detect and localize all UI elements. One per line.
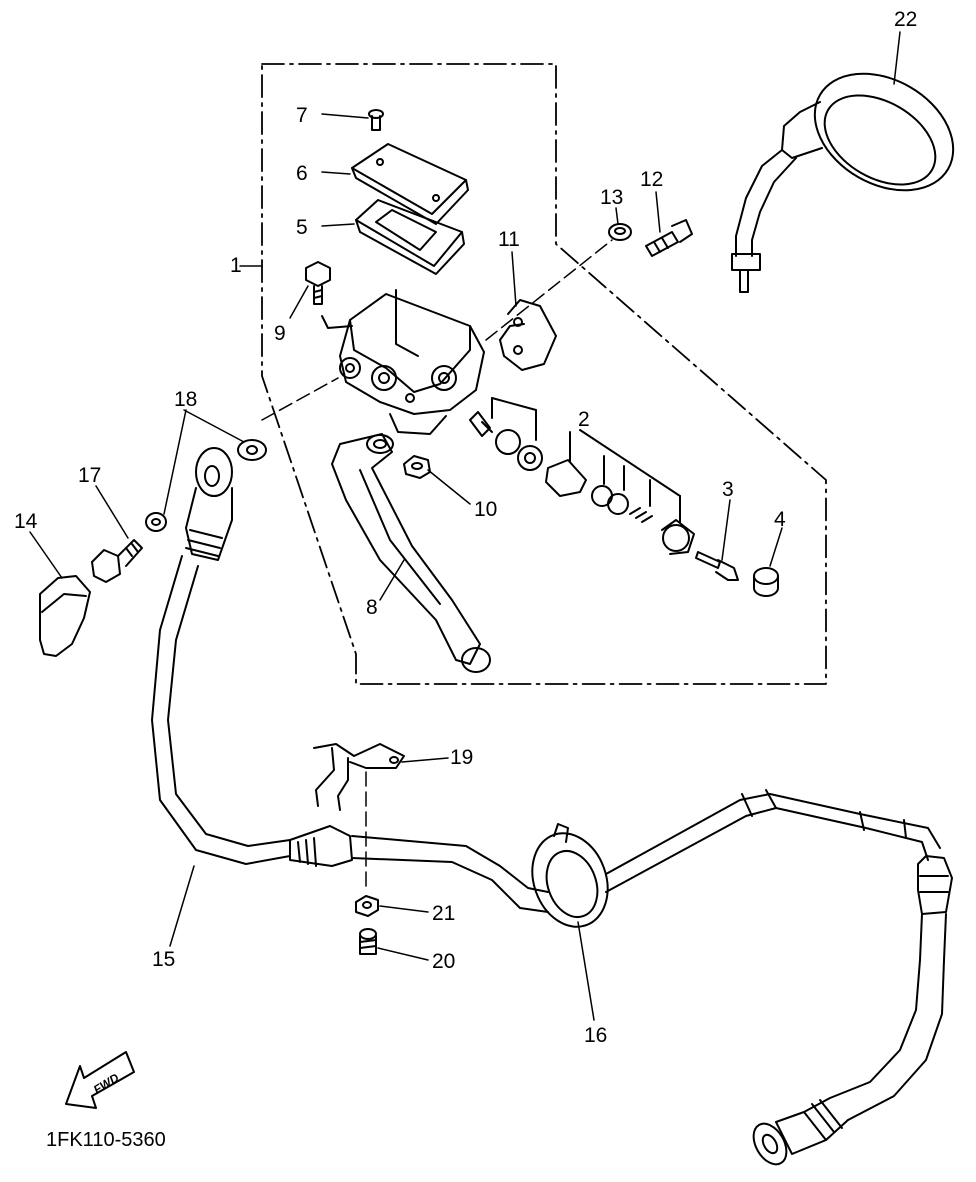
rear-view-mirror [731,72,955,293]
callout-10: 10 [474,498,497,521]
callout-6: 6 [296,162,308,185]
brake-hose [151,447,953,1166]
callout-labels: 1 2 3 4 5 6 7 8 9 10 11 12 13 14 15 16 1… [14,8,917,1047]
banjo-cover [39,575,91,657]
piston-kit [469,397,695,555]
leader-lines [29,31,901,1021]
callout-13: 13 [600,186,623,209]
holder-washer [608,223,632,241]
callout-20: 20 [432,950,455,973]
fwd-label: FWD [91,1070,122,1097]
bracket-screw [359,928,377,955]
callout-2: 2 [578,408,590,431]
callout-12: 12 [640,168,663,191]
bracket-nut [355,895,379,917]
reservoir-cap [351,143,469,225]
brake-light-switch [695,551,739,581]
clamp-holder [499,299,557,371]
alignment-lines [261,239,613,889]
callout-11: 11 [498,228,520,251]
brake-lever [331,433,491,673]
union-bolt [91,539,143,583]
callout-8: 8 [366,596,378,619]
holder-bolt [645,219,693,257]
callout-17: 17 [78,464,101,487]
lever-nut [403,455,431,479]
assembly-outline [261,63,827,685]
callout-19: 19 [450,746,473,769]
callout-16: 16 [584,1024,607,1047]
callout-18: 18 [174,388,197,411]
callout-5: 5 [296,216,308,239]
master-cylinder-body [321,289,485,435]
hose-guide [531,823,609,928]
reservoir-diaphragm [355,199,465,275]
callout-9: 9 [274,322,286,345]
callout-1: 1 [230,254,242,277]
callout-22: 22 [894,8,917,31]
callout-21: 21 [432,902,455,925]
hose-clamp-bracket [313,743,405,811]
callout-7: 7 [296,104,308,127]
copper-washers [145,439,267,532]
callout-15: 15 [152,948,175,971]
callout-14: 14 [14,510,38,533]
switch-cap [753,567,779,597]
part-code: 1FK110-5360 [46,1129,166,1151]
callout-4: 4 [774,508,786,531]
reservoir-screw [368,109,384,131]
callout-3: 3 [722,478,734,501]
master-cylinder-bolt [305,261,331,305]
forward-direction-arrow: FWD [65,1051,135,1109]
